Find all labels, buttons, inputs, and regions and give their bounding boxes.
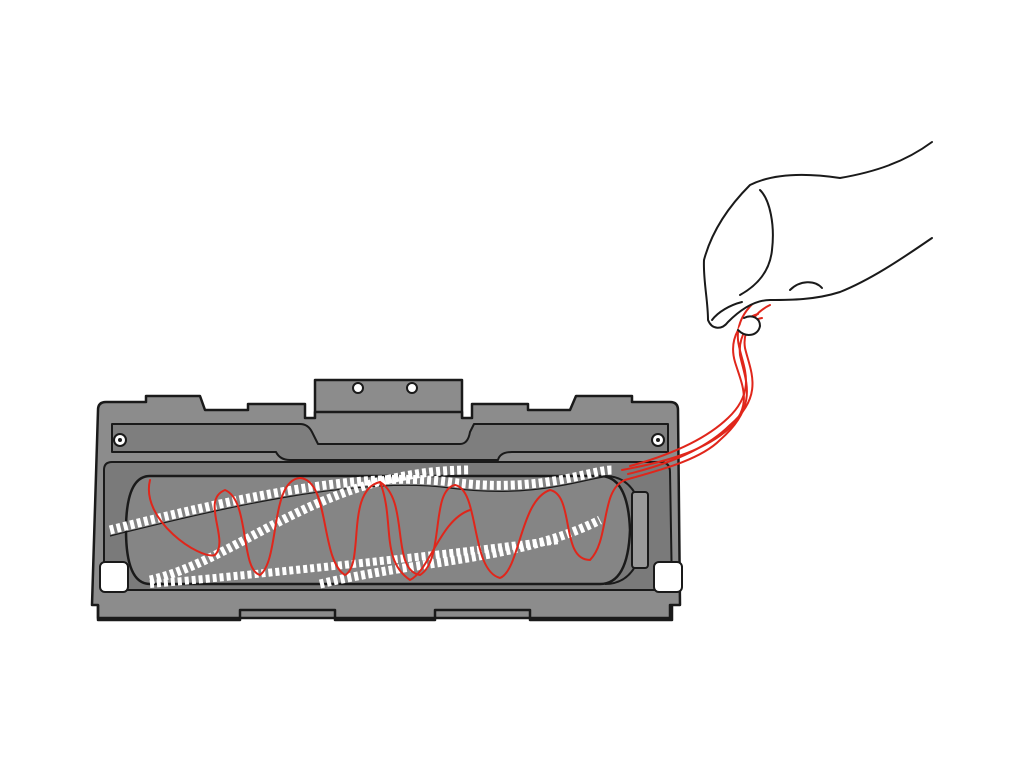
bristle-strip-1 [108,465,613,535]
brushroll-icon [108,465,649,589]
thumb-line [711,301,743,321]
hair-strand [379,481,471,582]
hair-strand [629,291,771,467]
upper-channel [111,423,669,461]
hair-strand [621,313,759,471]
hair-strand [454,479,626,580]
screw-icon [352,382,364,394]
index-finger-line [739,189,774,296]
left-wheel-slot [99,561,129,593]
bristle-strip-3 [318,515,603,589]
hair-strand [147,477,301,577]
screw-icon [113,433,127,447]
bristle-strip-2 [149,465,471,585]
right-wheel-slot [653,561,683,593]
hair-strand-icon [147,291,771,582]
bristle-strip-1-edge [109,475,613,537]
knuckle-line [789,281,823,291]
hand-icon [702,141,933,336]
screw-icon [406,382,418,394]
thumb-tip [737,315,761,336]
screw-icon [651,433,665,447]
bristle-strip-4 [149,536,561,588]
bottom-rail [96,605,674,622]
hair-strand [624,317,763,481]
hand-outline [702,141,933,329]
brushroll-end-bearing [631,491,649,569]
